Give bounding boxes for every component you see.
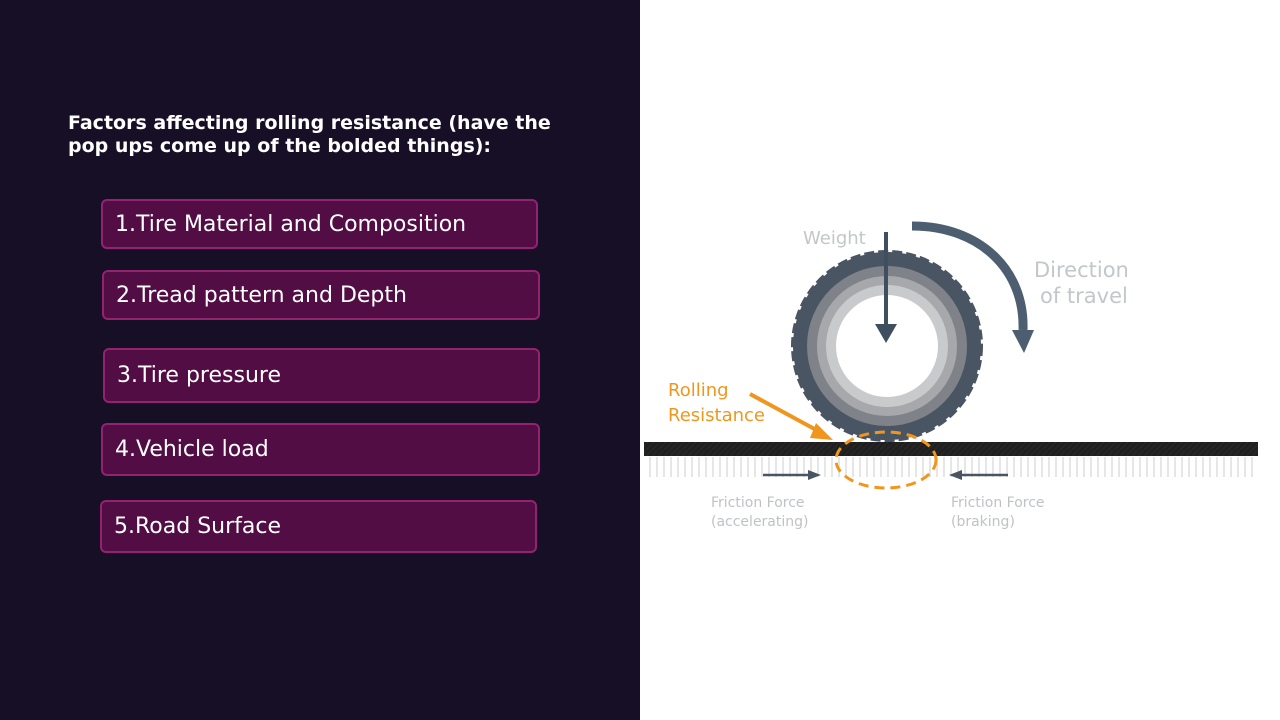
contact-patch-ellipse bbox=[834, 430, 938, 490]
friction-arrow-braking bbox=[949, 470, 1008, 480]
rolling-label-line2: Resistance bbox=[668, 405, 765, 426]
weight-label: Weight bbox=[803, 228, 866, 249]
tire bbox=[791, 250, 983, 442]
ground-hatching bbox=[646, 457, 1258, 477]
direction-of-travel-arrow bbox=[911, 221, 1034, 353]
left-panel: Factors affecting rolling resistance (ha… bbox=[0, 0, 640, 720]
direction-label-line2: of travel bbox=[1040, 284, 1128, 308]
factor-button-road-surface[interactable]: 5.Road Surface bbox=[100, 500, 537, 553]
friction-arrow-accelerating bbox=[763, 470, 821, 480]
direction-label-line1: Direction bbox=[1034, 258, 1129, 282]
rolling-resistance-diagram: Weight Direction of travel Rolling Resis… bbox=[644, 221, 1258, 530]
diagram-panel: Weight Direction of travel Rolling Resis… bbox=[640, 0, 1280, 720]
factor-button-tire-pressure[interactable]: 3.Tire pressure bbox=[103, 348, 540, 403]
friction-braking-line1: Friction Force bbox=[951, 495, 1045, 511]
friction-braking-line2: (braking) bbox=[951, 514, 1015, 530]
factor-button-tread-pattern[interactable]: 2.Tread pattern and Depth bbox=[102, 270, 540, 320]
factor-button-vehicle-load[interactable]: 4.Vehicle load bbox=[101, 423, 540, 476]
factor-button-tire-material[interactable]: 1.Tire Material and Composition bbox=[101, 199, 538, 249]
slide-heading: Factors affecting rolling resistance (ha… bbox=[68, 112, 551, 157]
rolling-resistance-arrow bbox=[749, 392, 833, 440]
rolling-label-line1: Rolling bbox=[668, 380, 729, 401]
friction-accelerating-line1: Friction Force bbox=[711, 495, 805, 511]
weight-arrow bbox=[875, 232, 897, 343]
friction-accelerating-line2: (accelerating) bbox=[711, 514, 809, 530]
